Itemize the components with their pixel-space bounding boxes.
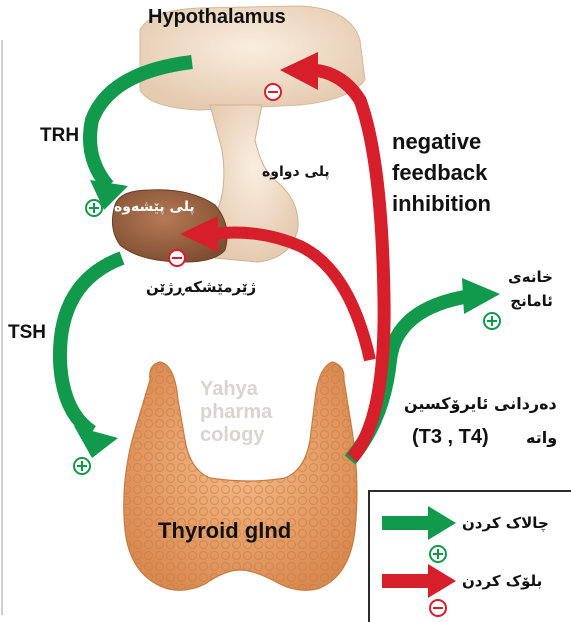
pituitary-gland-label: ژێرمێشکەڕژێن: [146, 278, 256, 296]
legend-green-arrow: [382, 506, 456, 540]
thyroxine-hormone-line-2: واتە: [526, 428, 557, 447]
plus-marker-tsh: [74, 458, 90, 474]
legend-activate-label: چالاک کردن: [462, 514, 549, 532]
minus-marker-pituitary: [169, 250, 185, 266]
legend-minus-marker: [430, 600, 446, 616]
feedback-word: feedback: [392, 157, 491, 188]
legend-plus-marker: [430, 546, 446, 562]
inhibition-word: inhibition: [392, 188, 491, 219]
thyroxine-codes: (T3 , T4): [412, 426, 489, 449]
legend-block-label: بلۆک کردن: [462, 572, 542, 590]
plus-marker-trh: [86, 200, 102, 216]
negative-feedback-label: negative feedback inhibition: [392, 126, 491, 219]
target-cells-label: خانەی ئامانج: [508, 265, 553, 313]
negative-word: negative: [392, 126, 491, 157]
legend-red-arrow: [382, 564, 456, 598]
watermark-line-2: pharma: [200, 401, 272, 424]
plus-marker-target: [484, 313, 500, 329]
target-cells-line-2: ئامانج: [508, 289, 553, 313]
watermark: Yahya pharma cology: [200, 378, 272, 447]
target-cells-line-1: خانەی: [508, 265, 553, 289]
trh-label: TRH: [40, 125, 79, 147]
legend-box: چالاک کردن بلۆک کردن: [368, 490, 571, 622]
tsh-label: TSH: [8, 322, 46, 344]
watermark-line-3: cology: [200, 424, 272, 447]
legend-swatches: [370, 492, 571, 622]
tsh-arrow: [60, 258, 122, 458]
minus-marker-hypothalamus: [265, 84, 281, 100]
posterior-pituitary-label: پلی دواوە: [262, 164, 330, 180]
thyroxine-hormone-line-1: دەردانی ئایرۆکسین: [404, 394, 557, 413]
anterior-pituitary-label: پلی پێشەوە: [114, 199, 195, 215]
hypothalamus-label: Hypothalamus: [148, 6, 286, 29]
watermark-line-1: Yahya: [200, 378, 272, 401]
thyroid-gland-label: Thyroid glnd: [158, 518, 291, 544]
